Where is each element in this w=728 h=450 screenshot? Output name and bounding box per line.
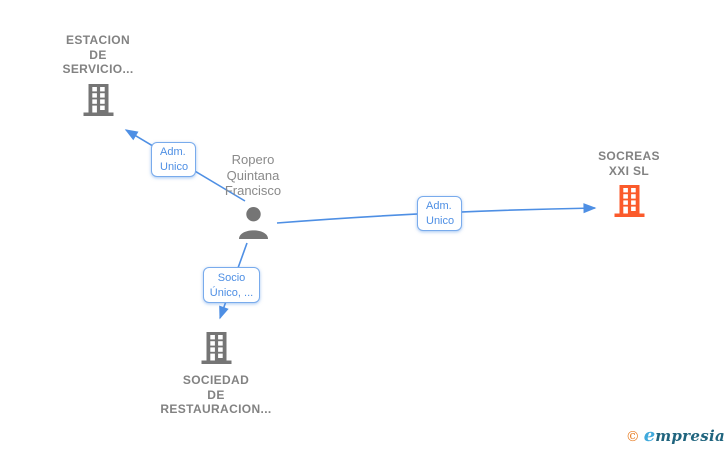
node-person-ropero-quintana[interactable]: Ropero Quintana Francisco — [196, 152, 310, 240]
company-name: SOCREAS XXI SL — [598, 149, 660, 178]
company-name-line: SERVICIO... — [62, 62, 134, 76]
edge-label-adm-unico-left[interactable]: Adm. Unico — [151, 142, 196, 177]
edge-label-line: Único, ... — [209, 287, 254, 299]
edge-label-line: Unico — [426, 215, 455, 227]
company-name-line: ESTACION — [66, 33, 130, 47]
company-name-line: XXI SL — [608, 163, 650, 178]
building-icon — [83, 83, 113, 116]
person-name-line: Quintana — [226, 167, 280, 183]
edge-label-adm-unico-right[interactable]: Adm. Unico — [417, 196, 462, 231]
building-icon-highlighted — [614, 185, 644, 217]
company-name-line: RESTAURACION... — [160, 402, 272, 416]
company-name-line: SOCIEDAD — [182, 373, 250, 387]
node-sociedad-de-restauracion[interactable]: SOCIEDAD DE RESTAURACION... — [149, 332, 283, 417]
person-name-line: Ropero — [231, 152, 275, 167]
edge-label-line: Adm. — [160, 146, 186, 158]
company-name-line: DE — [89, 47, 107, 62]
edge-label-socio-unico[interactable]: Socio Único, ... — [203, 267, 260, 303]
brand-footer: ©empresia — [626, 425, 725, 446]
node-estacion-de-servicio[interactable]: ESTACION DE SERVICIO... — [46, 33, 150, 116]
company-name-line: SOCREAS — [598, 149, 660, 163]
person-name-line: Francisco — [224, 183, 282, 198]
brand-logo-initial: e — [643, 425, 656, 446]
building-icon — [201, 332, 231, 364]
company-name: ESTACION DE SERVICIO... — [62, 33, 133, 77]
company-name: SOCIEDAD DE RESTAURACION... — [160, 373, 271, 417]
node-socreas-xxi-sl[interactable]: SOCREAS XXI SL — [567, 149, 691, 217]
edge-label-line: Unico — [160, 161, 189, 173]
copyright-icon: © — [625, 429, 640, 445]
person-name: Ropero Quintana Francisco — [225, 152, 281, 199]
company-name-line: DE — [207, 387, 225, 402]
person-icon — [238, 206, 268, 239]
edge-label-line: Socio — [217, 272, 246, 284]
brand-logo-text: mpresia — [655, 427, 725, 445]
edge-label-line: Adm. — [426, 200, 452, 212]
